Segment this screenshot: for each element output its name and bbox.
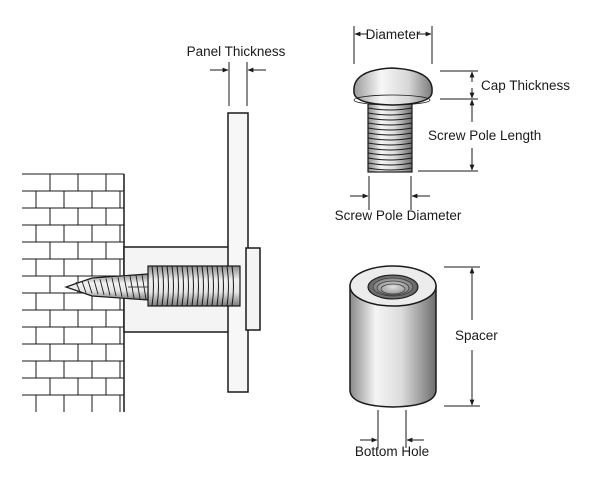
- screw-thread: [99, 279, 105, 295]
- bottom-hole-dimension: Bottom Hole: [355, 410, 429, 459]
- screw-pole-diameter-label: Screw Pole Diameter: [335, 208, 462, 223]
- installed-cap: [245, 247, 261, 331]
- spacer-label: Spacer: [455, 328, 498, 343]
- thread-ridge: [211, 265, 214, 307]
- wall-screw-threads: [75, 274, 147, 300]
- thread-ridge: [161, 265, 164, 307]
- thread-ridge: [206, 265, 209, 307]
- thread-ridge: [181, 265, 184, 307]
- hole-thread: [376, 280, 410, 296]
- panel: [227, 112, 249, 393]
- installed-threads: [151, 265, 234, 307]
- bottom-hole-label: Bottom Hole: [355, 444, 429, 459]
- screw-thread: [123, 276, 129, 298]
- thread-ridge: [367, 132, 413, 136]
- hole-thread: [380, 283, 406, 295]
- screw-thread: [111, 277, 117, 297]
- screw-thread: [81, 281, 87, 293]
- panel-thickness-label: Panel Thickness: [187, 44, 286, 59]
- screw-thread: [117, 277, 123, 297]
- installed-screw-pole: [147, 265, 241, 307]
- thread-ridge: [367, 147, 413, 151]
- thread-ridge: [186, 265, 189, 307]
- thread-ridge: [216, 265, 219, 307]
- spacer-hole-threads: [372, 277, 414, 297]
- thread-ridge: [151, 265, 154, 307]
- thread-ridge: [367, 137, 413, 141]
- screw-thread: [93, 279, 99, 295]
- thread-ridge: [367, 112, 413, 116]
- thread-ridge: [196, 265, 199, 307]
- thread-ridge: [367, 152, 413, 156]
- thread-ridge: [176, 265, 179, 307]
- thread-ridge: [156, 265, 159, 307]
- thread-ridge: [231, 265, 234, 307]
- spacer-part: [349, 265, 437, 408]
- cap-thickness-label: Cap Thickness: [481, 78, 570, 93]
- thread-ridge: [367, 142, 413, 146]
- diameter-dimension: Diameter: [353, 26, 433, 64]
- thread-ridge: [166, 265, 169, 307]
- cap-screw-part: [353, 67, 433, 173]
- thread-ridge: [367, 122, 413, 126]
- thread-ridge: [201, 265, 204, 307]
- wall-screw: [64, 273, 149, 301]
- thread-ridge: [367, 107, 413, 111]
- thread-ridge: [367, 157, 413, 161]
- hole-thread: [372, 277, 414, 297]
- screw-pole-length-label: Screw Pole Length: [428, 128, 541, 143]
- screw-pole-diameter-dimension: Screw Pole Diameter: [335, 176, 462, 223]
- cap-thickness-dimension: Cap Thickness: [440, 70, 570, 100]
- diameter-label: Diameter: [366, 27, 421, 42]
- thread-ridge: [226, 265, 229, 307]
- thread-ridge: [367, 167, 413, 171]
- thread-ridge: [221, 265, 224, 307]
- screw-thread: [87, 280, 93, 294]
- screw-thread: [75, 281, 81, 293]
- panel-thickness-dimension: Panel Thickness: [187, 44, 286, 106]
- pole-threads: [367, 107, 413, 171]
- thread-ridge: [367, 127, 413, 131]
- screw-pole-length-dimension: Screw Pole Length: [418, 99, 541, 172]
- thread-ridge: [171, 265, 174, 307]
- thread-ridge: [367, 117, 413, 121]
- spacer-dimension: Spacer: [444, 266, 498, 407]
- thread-ridge: [367, 162, 413, 166]
- screw-thread: [105, 278, 111, 296]
- thread-ridge: [191, 265, 194, 307]
